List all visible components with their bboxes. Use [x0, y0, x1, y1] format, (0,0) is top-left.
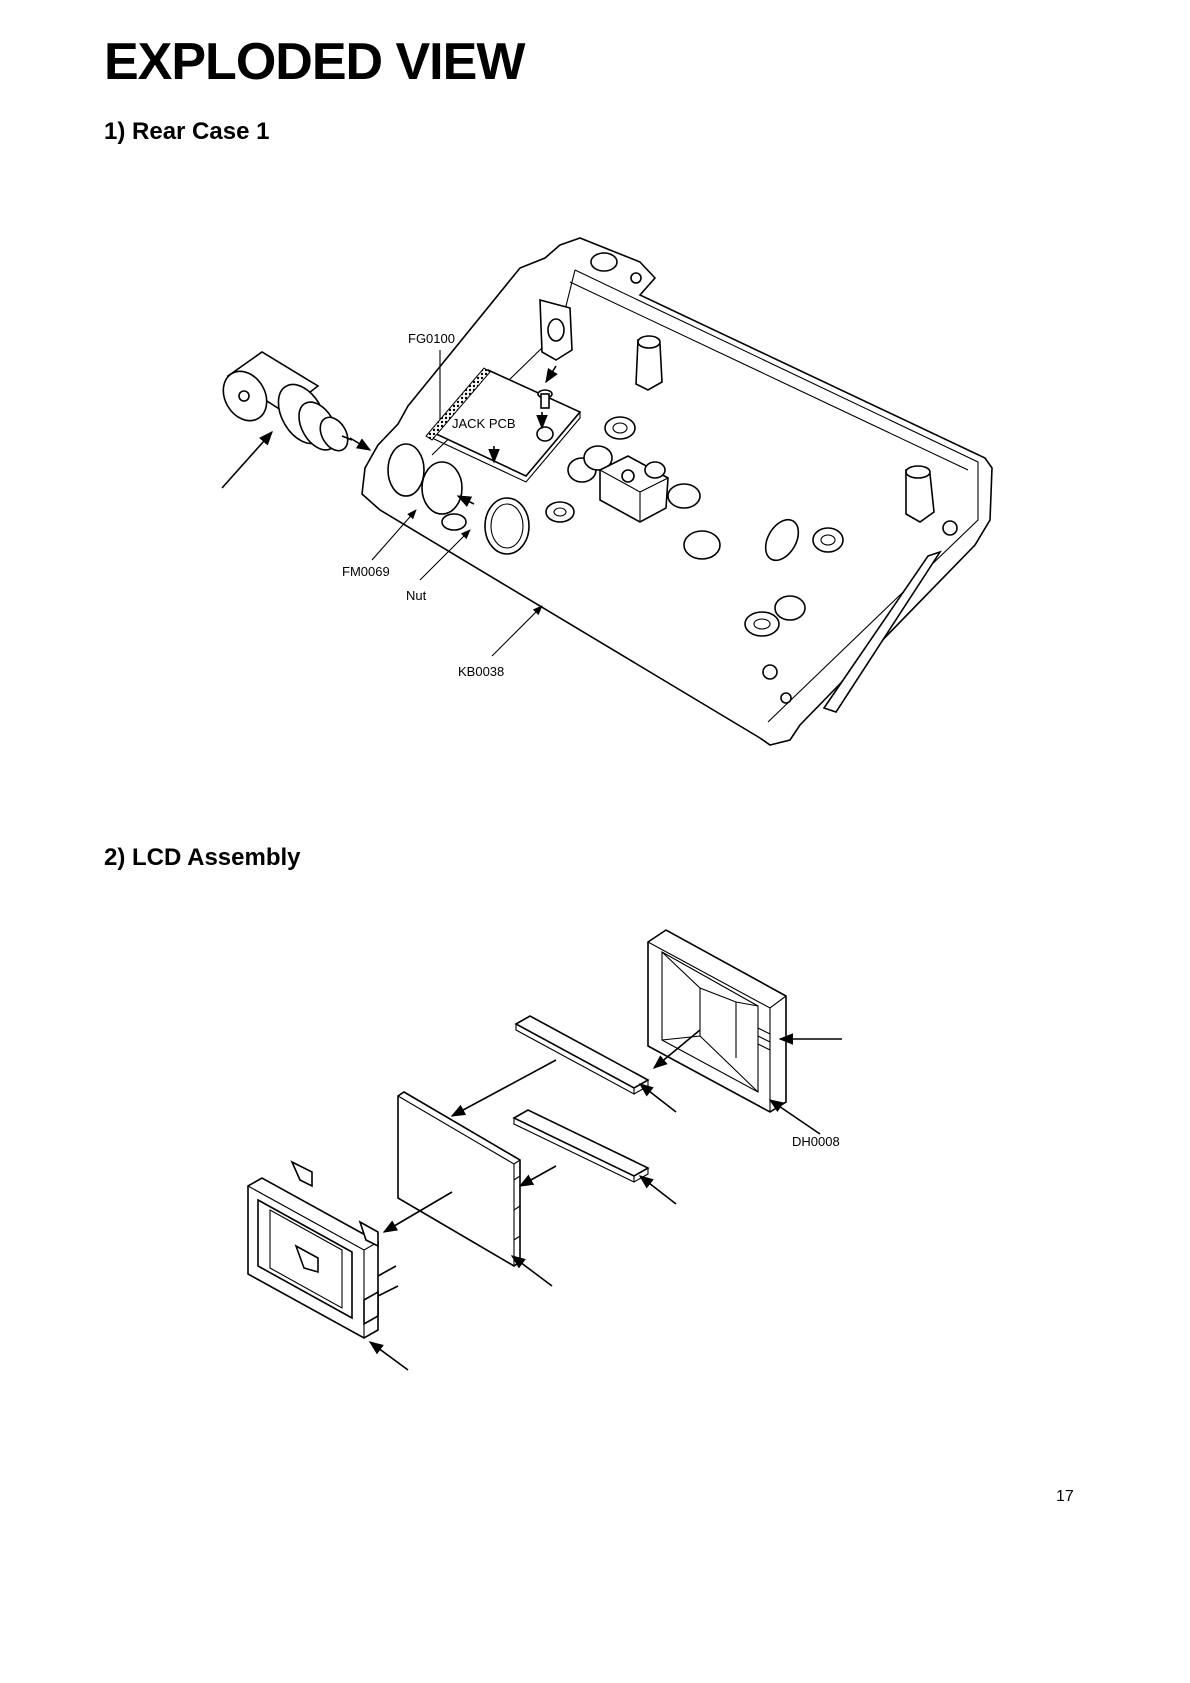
- label-fm0069: FM0069: [342, 564, 390, 579]
- rear-case-drawing: FG0100 JACK PCB FM0069 Nut KB0038: [221, 237, 993, 746]
- zebra-strip-top: [514, 1015, 650, 1089]
- label-dh0008: DH0008: [792, 1134, 840, 1149]
- jack-hole-2: [421, 461, 463, 515]
- jack-hole-3: [484, 497, 530, 555]
- lcd-assembly-heading: 2) LCD Assembly: [104, 844, 301, 871]
- jack-hole-1: [387, 443, 425, 497]
- lcd-bezel-frame: [247, 1160, 399, 1339]
- label-nut: Nut: [406, 588, 427, 603]
- lcd-assembly-drawing: DH0008: [247, 929, 842, 1371]
- lcd-housing: [647, 929, 787, 1113]
- rear-case-heading: 1) Rear Case 1: [104, 118, 270, 145]
- label-fg0100: FG0100: [408, 331, 455, 346]
- label-jack-pcb: JACK PCB: [452, 416, 516, 431]
- fg0100-gasket: [425, 367, 491, 441]
- lcd-glass: [397, 1091, 521, 1267]
- tab-hole-small: [630, 272, 642, 284]
- tab-hole-top: [590, 252, 618, 272]
- page-number: 17: [1056, 1488, 1074, 1505]
- zebra-strip-bottom: [512, 1109, 650, 1177]
- right-rail: [822, 550, 942, 713]
- label-kb0038: KB0038: [458, 664, 504, 679]
- bnc-connector: [222, 351, 353, 452]
- page-title: EXPLODED VIEW: [104, 33, 525, 91]
